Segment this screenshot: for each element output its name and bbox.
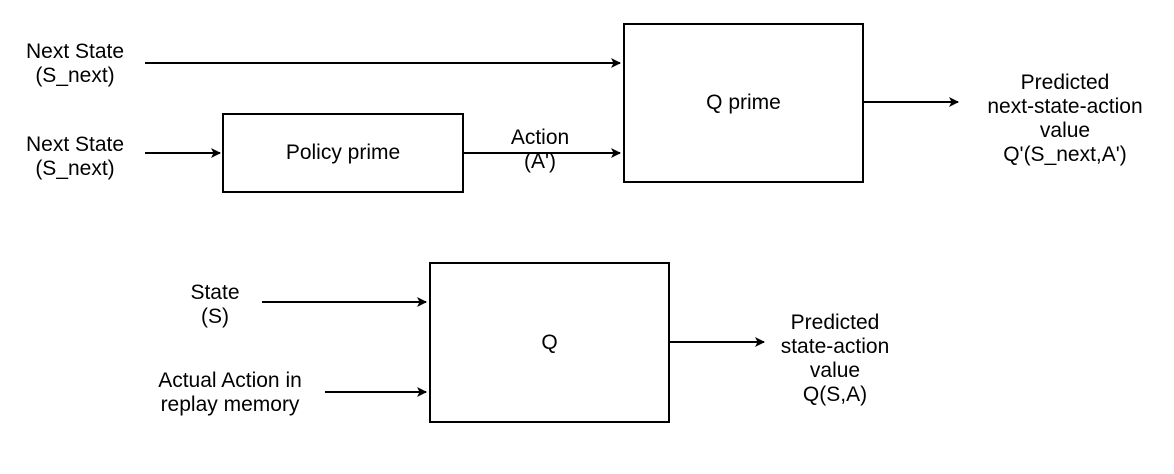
predicted-next-label: Predicted next-state-action value Q'(S_n… <box>960 71 1170 167</box>
next-state-top-line-1: Next State <box>25 40 125 63</box>
q-prime-box: Q prime <box>623 23 864 183</box>
actual-action-line-1: Actual Action in <box>158 369 302 392</box>
predicted-next-line-4: Q'(S_next,A') <box>1003 143 1127 166</box>
action-label: Action (A') <box>490 126 590 174</box>
state-label: State (S) <box>160 281 270 329</box>
next-state-mid-label: Next State (S_next) <box>10 133 140 181</box>
actual-action-line-2: replay memory <box>160 393 300 416</box>
q-box: Q <box>429 262 670 423</box>
predicted-state-line-4: Q(S,A) <box>802 383 868 406</box>
predicted-state-line-2: state-action <box>780 335 890 358</box>
policy-prime-box: Policy prime <box>222 113 464 193</box>
state-line-2: (S) <box>201 305 229 328</box>
actual-action-label: Actual Action in replay memory <box>140 369 320 417</box>
predicted-next-line-1: Predicted <box>1020 71 1110 94</box>
predicted-next-line-3: value <box>1039 119 1091 142</box>
predicted-state-label: Predicted state-action value Q(S,A) <box>760 311 910 407</box>
next-state-top-line-2: (S_next) <box>35 64 115 87</box>
predicted-state-line-1: Predicted <box>790 311 880 334</box>
policy-prime-label: Policy prime <box>285 141 401 164</box>
q-label: Q <box>541 330 558 354</box>
action-line-2: (A') <box>523 150 556 173</box>
next-state-mid-line-1: Next State <box>25 133 125 156</box>
next-state-mid-line-2: (S_next) <box>35 157 115 180</box>
state-line-1: State <box>190 281 240 304</box>
next-state-top-label: Next State (S_next) <box>10 40 140 88</box>
q-prime-label: Q prime <box>706 91 781 114</box>
action-line-1: Action <box>510 126 570 149</box>
predicted-next-line-2: next-state-action <box>987 95 1143 118</box>
predicted-state-line-3: value <box>809 359 861 382</box>
